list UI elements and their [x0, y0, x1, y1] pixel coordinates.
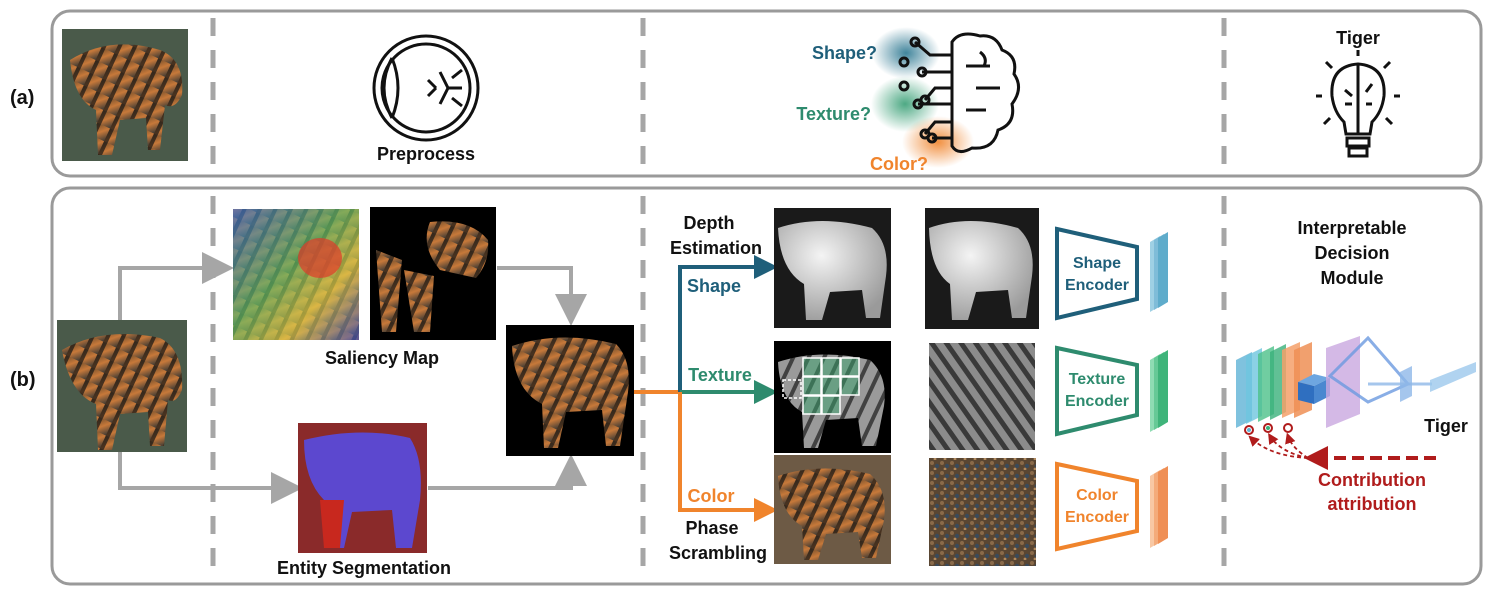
saliency-map-image	[233, 209, 359, 340]
input-tiger-image	[57, 320, 187, 452]
flow-arrows-gray	[118, 252, 587, 504]
arrow-seg-to-merge	[428, 454, 587, 490]
shape-encoder	[1055, 226, 1139, 321]
saliency-map-label: Saliency Map	[325, 348, 439, 368]
arrow-to-segmentation	[118, 452, 303, 504]
shape-branch-arrow	[678, 255, 778, 392]
color-feature-stack	[1150, 466, 1168, 548]
texture-question: Texture?	[796, 104, 871, 124]
texture-encoder	[1055, 345, 1139, 437]
merged-tiger-image	[506, 325, 634, 456]
masked-tiger-image	[370, 207, 496, 340]
color-branch-arrow	[678, 392, 778, 522]
shape-question: Shape?	[812, 43, 877, 63]
contribution-label-2: attribution	[1328, 494, 1417, 514]
lightbulb-icon	[1316, 50, 1400, 158]
panel-a-label: (a)	[10, 87, 34, 109]
branch-shape-label: Shape	[687, 276, 741, 296]
contribution-label-1: Contribution	[1318, 470, 1426, 490]
shape-feature-image	[925, 208, 1039, 329]
decision-feature-stack	[1236, 342, 1312, 428]
arrow-saliency-to-merge	[497, 266, 587, 326]
attribution-markers	[1244, 423, 1293, 435]
brain-icon	[898, 32, 1020, 153]
module-label-3: Module	[1321, 268, 1384, 288]
depth-map-image	[774, 208, 891, 328]
decision-projection	[1326, 335, 1476, 428]
color-feature-image	[929, 458, 1036, 566]
color-phase-image	[774, 455, 891, 564]
depth-estimation-label-2: Estimation	[670, 238, 762, 258]
shape-feature-stack	[1150, 232, 1168, 312]
eye-icon	[372, 34, 480, 142]
texture-feature-image	[929, 343, 1035, 450]
attribution-curve-1	[1248, 435, 1309, 459]
preprocess-label: Preprocess	[377, 144, 475, 164]
feature-blobs	[871, 27, 974, 168]
texture-grid-image	[774, 341, 891, 453]
attribution-curve-3	[1285, 432, 1309, 459]
texture-encoder-label-1: Texture	[1069, 371, 1126, 388]
shape-encoder-label-1: Shape	[1073, 255, 1121, 272]
depth-estimation-label-1: Depth	[684, 213, 735, 233]
color-question: Color?	[870, 154, 928, 174]
texture-encoder-label-2: Encoder	[1065, 393, 1129, 410]
module-label-2: Decision	[1314, 243, 1389, 263]
shape-encoder-label-2: Encoder	[1065, 277, 1129, 294]
branch-texture-label: Texture	[688, 365, 752, 385]
color-encoder	[1055, 461, 1139, 552]
module-label-1: Interpretable	[1297, 218, 1406, 238]
output-tiger-label: Tiger	[1424, 416, 1468, 436]
panel-b-frame	[50, 186, 1483, 586]
arrow-to-saliency	[118, 252, 234, 320]
attribution-curve-2	[1268, 432, 1309, 459]
column-separators	[210, 18, 1227, 576]
phase-scrambling-label-2: Scrambling	[669, 543, 767, 563]
texture-feature-stack	[1150, 350, 1168, 432]
color-encoder-label-2: Encoder	[1065, 509, 1129, 526]
tiger-image-a	[62, 29, 188, 161]
panel-b-label: (b)	[10, 369, 36, 391]
entity-segmentation-label: Entity Segmentation	[277, 558, 451, 578]
result-label-a: Tiger	[1336, 28, 1380, 48]
color-encoder-label-1: Color	[1076, 487, 1118, 504]
entity-segmentation-image	[298, 423, 427, 553]
panel-a-frame	[50, 9, 1483, 178]
phase-scrambling-label-1: Phase	[685, 518, 738, 538]
branch-color-label: Color	[688, 486, 735, 506]
